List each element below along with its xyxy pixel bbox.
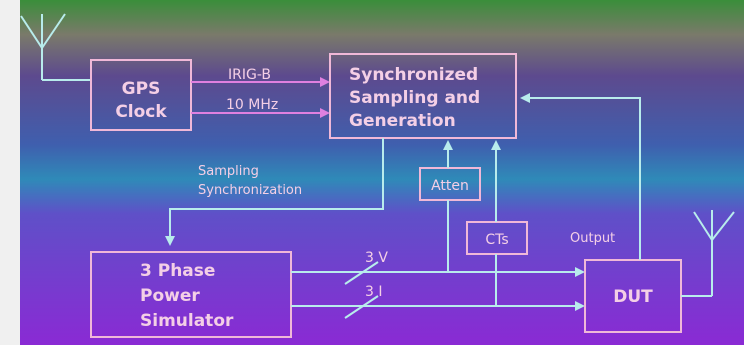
- sync-sampling-block: Synchronized Sampling and Generation: [329, 53, 517, 139]
- current-slash: [344, 295, 379, 319]
- dut-label: DUT: [613, 287, 653, 307]
- output-feedback-line: [520, 93, 641, 260]
- output-label: Output: [570, 231, 615, 246]
- gps-clock-label-1: GPS: [122, 79, 161, 99]
- atten-label: Atten: [431, 178, 469, 194]
- gps-clock-block: GPS Clock: [90, 59, 192, 131]
- irig-b-label: IRIG-B: [228, 67, 271, 83]
- dut-antenna-icon: [681, 210, 735, 297]
- simulator-label-1: 3 Phase: [140, 261, 215, 281]
- gps-antenna-icon: [20, 13, 91, 81]
- sampling-sync-line: [165, 138, 384, 246]
- sync-label-2: Sampling and: [349, 88, 480, 108]
- gps-clock-label-2: Clock: [115, 102, 167, 122]
- sampling-sync-label-2: Synchronization: [198, 183, 302, 198]
- power-simulator-block: 3 Phase Power Simulator: [90, 251, 292, 338]
- current-label: 3 I: [365, 284, 383, 300]
- atten-block: Atten: [419, 167, 481, 201]
- simulator-label-2: Power: [140, 286, 200, 306]
- sampling-sync-label-1: Sampling: [198, 164, 259, 179]
- sync-label-3: Generation: [349, 111, 456, 131]
- voltage-label: 3 V: [365, 250, 388, 266]
- sync-label-1: Synchronized: [349, 65, 478, 85]
- simulator-label-3: Simulator: [140, 311, 234, 331]
- voltage-slash: [344, 261, 379, 285]
- cts-label: CTs: [485, 232, 508, 248]
- 10mhz-label: 10 MHz: [226, 97, 278, 113]
